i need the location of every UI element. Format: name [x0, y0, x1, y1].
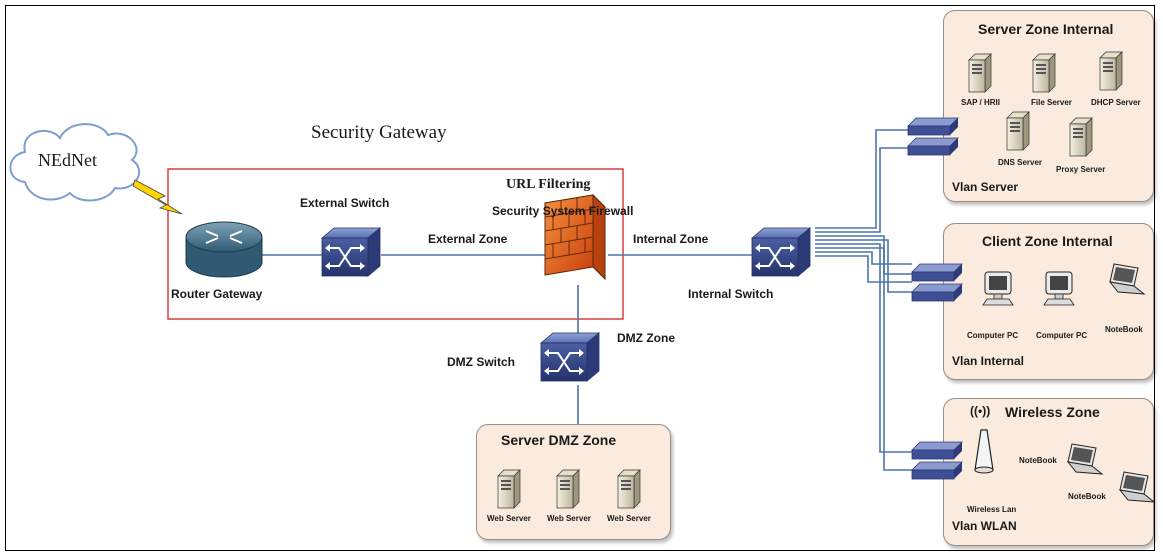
server-zone-panel	[943, 10, 1154, 202]
web-server-icon-3	[617, 469, 641, 509]
external-switch-icon	[321, 227, 381, 277]
notebook-icon-wireless-1	[1067, 443, 1103, 475]
notebook-label-wireless-1: NoteBook	[1019, 456, 1057, 465]
external-switch-label: External Switch	[300, 196, 390, 210]
nednet-label: NEdNet	[38, 150, 97, 170]
url-filtering-label: URL Filtering	[506, 177, 591, 192]
internal-switch-label: Internal Switch	[688, 287, 774, 301]
sap-server-icon	[968, 53, 992, 93]
dns-server-icon	[1006, 111, 1030, 151]
internal-switch-icon	[751, 227, 811, 277]
wan-link-lightning	[132, 179, 183, 215]
file-server-label: File Server	[1031, 98, 1072, 107]
client-zone-title: Client Zone Internal	[982, 233, 1113, 249]
dns-server-label: DNS Server	[998, 158, 1043, 167]
router-gateway-label: Router Gateway	[171, 287, 263, 301]
computer-pc-icon-2	[1043, 271, 1075, 306]
proxy-server-label: Proxy Server	[1056, 165, 1106, 174]
dhcp-server-label: DHCP Server	[1091, 98, 1141, 107]
web-server-label-2: Web Server	[547, 514, 591, 523]
wireless-flat-switch-2	[911, 461, 963, 480]
wireless-zone-panel	[943, 398, 1154, 546]
diagram-frame	[5, 5, 1155, 551]
dhcp-server-icon	[1099, 51, 1123, 91]
router-gateway-icon	[185, 221, 263, 278]
server-flat-switch-1	[907, 117, 959, 136]
computer-pc-label-2: Computer PC	[1036, 331, 1088, 340]
server-dmz-title: Server DMZ Zone	[501, 432, 617, 448]
web-server-label-1: Web Server	[487, 514, 531, 523]
server-flat-switch-2	[907, 137, 959, 156]
vlan-wlan-label: Vlan WLAN	[952, 519, 1017, 533]
web-server-icon-1	[497, 469, 521, 509]
nednet-cloud	[9, 123, 141, 202]
wireless-flat-switch-1	[911, 441, 963, 460]
security-gateway-box	[167, 168, 624, 320]
wireless-lan-label: Wireless Lan	[967, 505, 1017, 514]
vlan-internal-label: Vlan Internal	[952, 354, 1025, 368]
network-links	[258, 129, 912, 471]
dmz-zone-label: DMZ Zone	[617, 331, 675, 345]
server-zone-title: Server Zone Internal	[978, 21, 1114, 37]
firewall-label: Security System Firewall	[492, 204, 634, 218]
sap-server-label: SAP / HRII	[961, 98, 1000, 107]
notebook-label-wireless-2: NoteBook	[1068, 492, 1106, 501]
client-flat-switch-2	[911, 283, 963, 302]
wireless-ap-icon	[974, 429, 994, 474]
computer-pc-label-1: Computer PC	[967, 331, 1019, 340]
notebook-icon-client	[1109, 263, 1145, 295]
notebook-label-client: NoteBook	[1105, 325, 1143, 334]
web-server-label-3: Web Server	[607, 514, 651, 523]
proxy-server-icon	[1069, 117, 1093, 157]
client-flat-switch-1	[911, 263, 963, 282]
computer-pc-icon-1	[982, 271, 1014, 306]
vlan-server-label: Vlan Server	[952, 180, 1019, 194]
wireless-zone-title-icon: ((•))	[970, 404, 991, 418]
web-server-icon-2	[556, 469, 580, 509]
notebook-icon-wireless-2	[1119, 471, 1155, 503]
file-server-icon	[1032, 53, 1056, 93]
internal-zone-label: Internal Zone	[633, 232, 709, 246]
dmz-switch-label: DMZ Switch	[447, 355, 515, 369]
firewall-icon	[543, 193, 607, 281]
wireless-zone-title: Wireless Zone	[1005, 404, 1100, 420]
security-gateway-title: Security Gateway	[311, 122, 447, 143]
external-zone-label: External Zone	[428, 232, 508, 246]
dmz-switch-icon	[540, 332, 600, 382]
